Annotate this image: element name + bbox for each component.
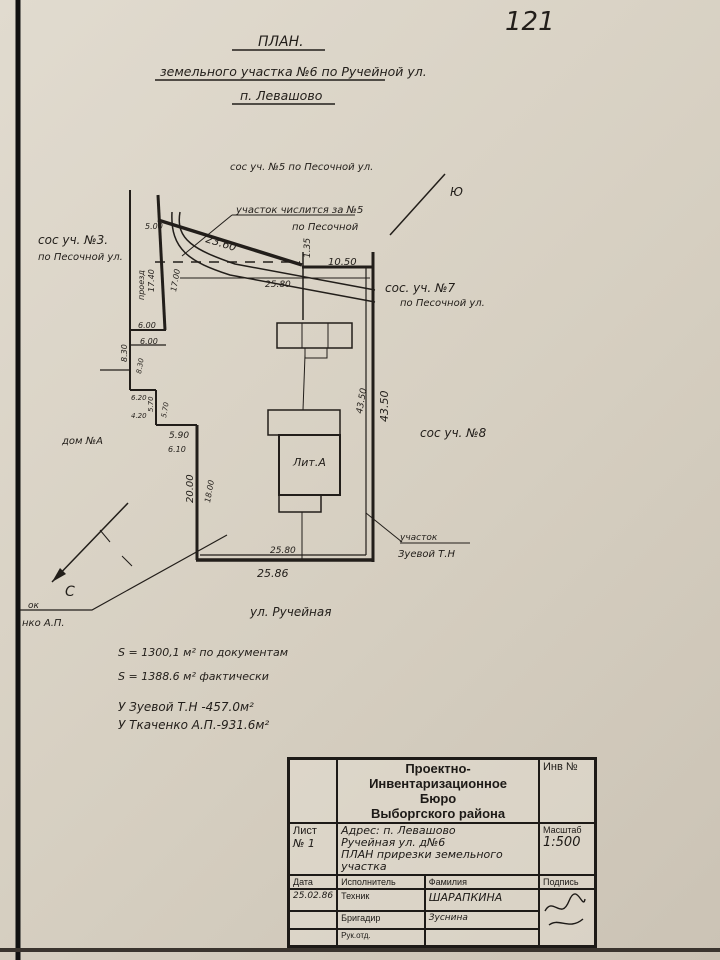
neighbor3-label-2: по Песочной ул. (38, 252, 123, 263)
south-mark: Ю (450, 185, 463, 199)
address-line4: участка (341, 860, 387, 873)
dim-4-20: 4.20 (131, 412, 147, 420)
dim-17-00: 17.00 (169, 268, 182, 292)
title-line2: земельного участка №6 по Ручейной ул. (160, 64, 427, 79)
building-label: Лит.А (292, 456, 326, 469)
name-brigadier: Зуснина (423, 909, 541, 931)
executor-label: Исполнитель (336, 874, 426, 890)
outbuilding (276, 322, 353, 359)
scale-label: Масштаб (543, 825, 582, 835)
date-value: 25.02.86 (287, 888, 339, 912)
dim-8-30-a: 8.30 (120, 344, 129, 362)
plot5-label-2: по Песочной (292, 222, 359, 233)
house-a-label: дом №А (61, 436, 103, 447)
signature-mark (538, 888, 597, 948)
neighbor7-label-2: по Песочной ул. (400, 298, 485, 309)
dim-6-10: 6.10 (168, 445, 186, 454)
surname-label: Фамилия (423, 874, 541, 890)
dim-25-80-bottom: 25.80 (270, 546, 296, 556)
inventory-label: Инв № (538, 757, 597, 824)
neighbor3-label-1: сос уч. №3. (38, 233, 108, 247)
dim-43-50-inner: 43.50 (355, 387, 369, 414)
area-actual: S = 1388.6 м² фактически (118, 670, 269, 683)
dim-23-60: 23.60 (204, 232, 238, 254)
page-number: 121 (505, 7, 555, 37)
org-line2: Бюро (419, 791, 457, 806)
zueva-label-2: Зуевой Т.Н (398, 549, 455, 560)
dim-6-00-b: 6.00 (140, 337, 158, 346)
address-line2: Ручейная ул. д№6 (341, 836, 446, 849)
org-line3: Выборгского района (370, 806, 506, 821)
dim-25-80-top: 25.80 (265, 280, 291, 290)
address-line1: Адрес: п. Левашово (341, 824, 456, 837)
dim-5-70-a: 5.70 (147, 396, 155, 412)
dim-6-20: 6.20 (131, 394, 147, 402)
sheet-number: № 1 (293, 837, 315, 850)
org-line1: Проектно-Инвентаризационное (369, 761, 508, 791)
dim-5-90: 5.90 (169, 431, 189, 441)
north-mark: С (65, 584, 75, 600)
neighbor8-label: сос уч. №8 (420, 426, 487, 440)
street-label: ул. Ручейная (249, 605, 331, 619)
north-neighbor-label: сос уч. №5 по Песочной ул. (230, 162, 373, 173)
stream-bank-1 (171, 211, 376, 303)
dim-5-70-b: 5.70 (160, 401, 171, 418)
tkachenko-label-1: ок (28, 601, 40, 611)
dim-1-35: 1.35 (303, 238, 313, 258)
role-head: Рук.отд. (336, 928, 426, 948)
address-line3: ПЛАН прирезки земельного (341, 848, 503, 861)
dim-18-00: 18.00 (203, 479, 216, 503)
dim-5-00: 5.00 (145, 222, 163, 231)
title-line1: ПЛАН. (258, 34, 304, 50)
zueva-label-1: участок (399, 533, 438, 543)
dim-25-86: 25.86 (257, 567, 289, 580)
area-zueva: У Зуевой Т.Н -457.0м² (118, 700, 254, 714)
role-technician: Техник (336, 888, 426, 912)
building-lit-a (267, 409, 341, 513)
dim-20-00: 20.00 (185, 474, 196, 503)
dim-17-40: 17.40 (147, 269, 156, 292)
dim-10-50: 10.50 (328, 257, 357, 268)
scale-value: 1:500 (543, 835, 581, 850)
name-technician: ШАРАПКИНА (423, 888, 541, 912)
dim-6-00-a: 6.00 (138, 321, 156, 330)
area-documents: S = 1300,1 м² по документам (118, 646, 288, 659)
area-tkachenko: У Ткаченко А.П.-931.6м² (118, 718, 269, 732)
title-block-stamp: Проектно-Инвентаризационное Бюро Выборгс… (287, 757, 597, 948)
title-line3: п. Левашово (240, 88, 323, 103)
plot-boundary (100, 190, 376, 562)
dim-43-50-outer: 43.50 (378, 391, 391, 423)
dim-8-30-b: 8.30 (135, 357, 146, 374)
sheet-label: Лист (293, 825, 317, 837)
role-brigadier: Бригадир (336, 909, 426, 931)
north-arrow-icon (51, 502, 133, 583)
neighbor7-label-1: сос. уч. №7 (385, 281, 455, 295)
tkachenko-label-2: нко А.П. (22, 618, 65, 629)
stream-bank-2 (178, 211, 376, 291)
plot5-label-1: участок числится за №5 (235, 205, 363, 216)
driveway-label: проезд (137, 270, 146, 300)
signature-label: Подпись (538, 874, 597, 890)
date-label: Дата (287, 874, 339, 890)
